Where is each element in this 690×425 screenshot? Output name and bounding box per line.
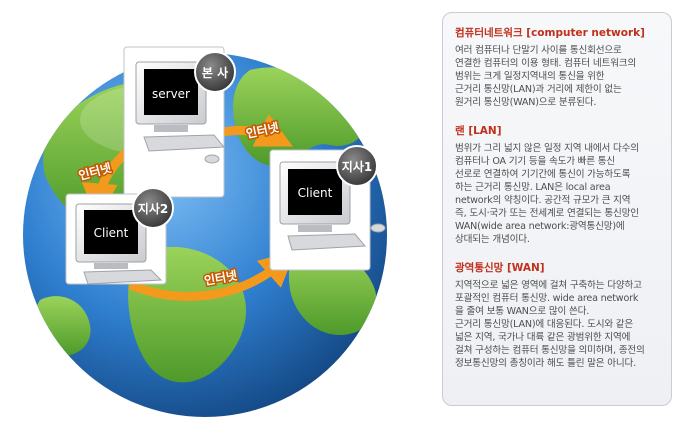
screen-label: server <box>152 87 190 101</box>
mouse <box>370 223 386 233</box>
svg-text:지사2: 지사2 <box>138 201 168 216</box>
section-computer-network: 컴퓨터네트워크 [computer network] 여러 컴퓨터나 단말기 사… <box>455 25 659 109</box>
badge-branch2: 지사2 <box>132 187 174 229</box>
section-wan: 광역통신망 [WAN] 지역적으로 넓은 영역에 걸쳐 구축하는 다양하고 포괄… <box>455 260 659 370</box>
keyboard <box>287 233 367 251</box>
monitor-screen <box>84 210 138 254</box>
svg-text:본 사: 본 사 <box>202 65 228 80</box>
badge-branch1: 지사1 <box>336 145 378 187</box>
computer-hq: server <box>123 46 226 198</box>
badge-hq: 본 사 <box>194 51 236 93</box>
screen-label: Client <box>298 186 333 200</box>
network-diagram: 인터넷 인터넷 인터넷 server 본 사 Client 지사1 Client <box>23 46 387 417</box>
section-body: 범위가 그리 넓지 않은 일정 지역 내에서 다수의 컴퓨터나 OA 기기 등을… <box>455 143 639 245</box>
monitor-screen <box>288 169 342 215</box>
section-title: 광역통신망 [WAN] <box>455 262 545 274</box>
section-lan: 랜 [LAN] 범위가 그리 넓지 않은 일정 지역 내에서 다수의 컴퓨터나 … <box>455 123 659 246</box>
section-body: 여러 컴퓨터나 단말기 사이를 통신회선으로 연결한 컴퓨터의 이용 형태. 컴… <box>455 45 636 108</box>
section-title: 랜 [LAN] <box>455 125 502 137</box>
keyboard <box>143 134 226 152</box>
svg-text:지사1: 지사1 <box>342 159 372 174</box>
mouse <box>204 154 220 164</box>
description-panel: 컴퓨터네트워크 [computer network] 여러 컴퓨터나 단말기 사… <box>442 12 672 406</box>
section-body: 지역적으로 넓은 영역에 걸쳐 구축하는 다양하고 포괄적인 컴퓨터 통신망. … <box>455 280 645 369</box>
screen-label: Client <box>94 226 129 240</box>
monitor-screen <box>144 69 198 115</box>
arrow-branch2-branch1 <box>128 250 296 301</box>
section-title: 컴퓨터네트워크 [computer network] <box>455 27 645 39</box>
keyboard <box>83 269 163 285</box>
link-label-branch2-branch1: 인터넷 <box>203 267 238 288</box>
